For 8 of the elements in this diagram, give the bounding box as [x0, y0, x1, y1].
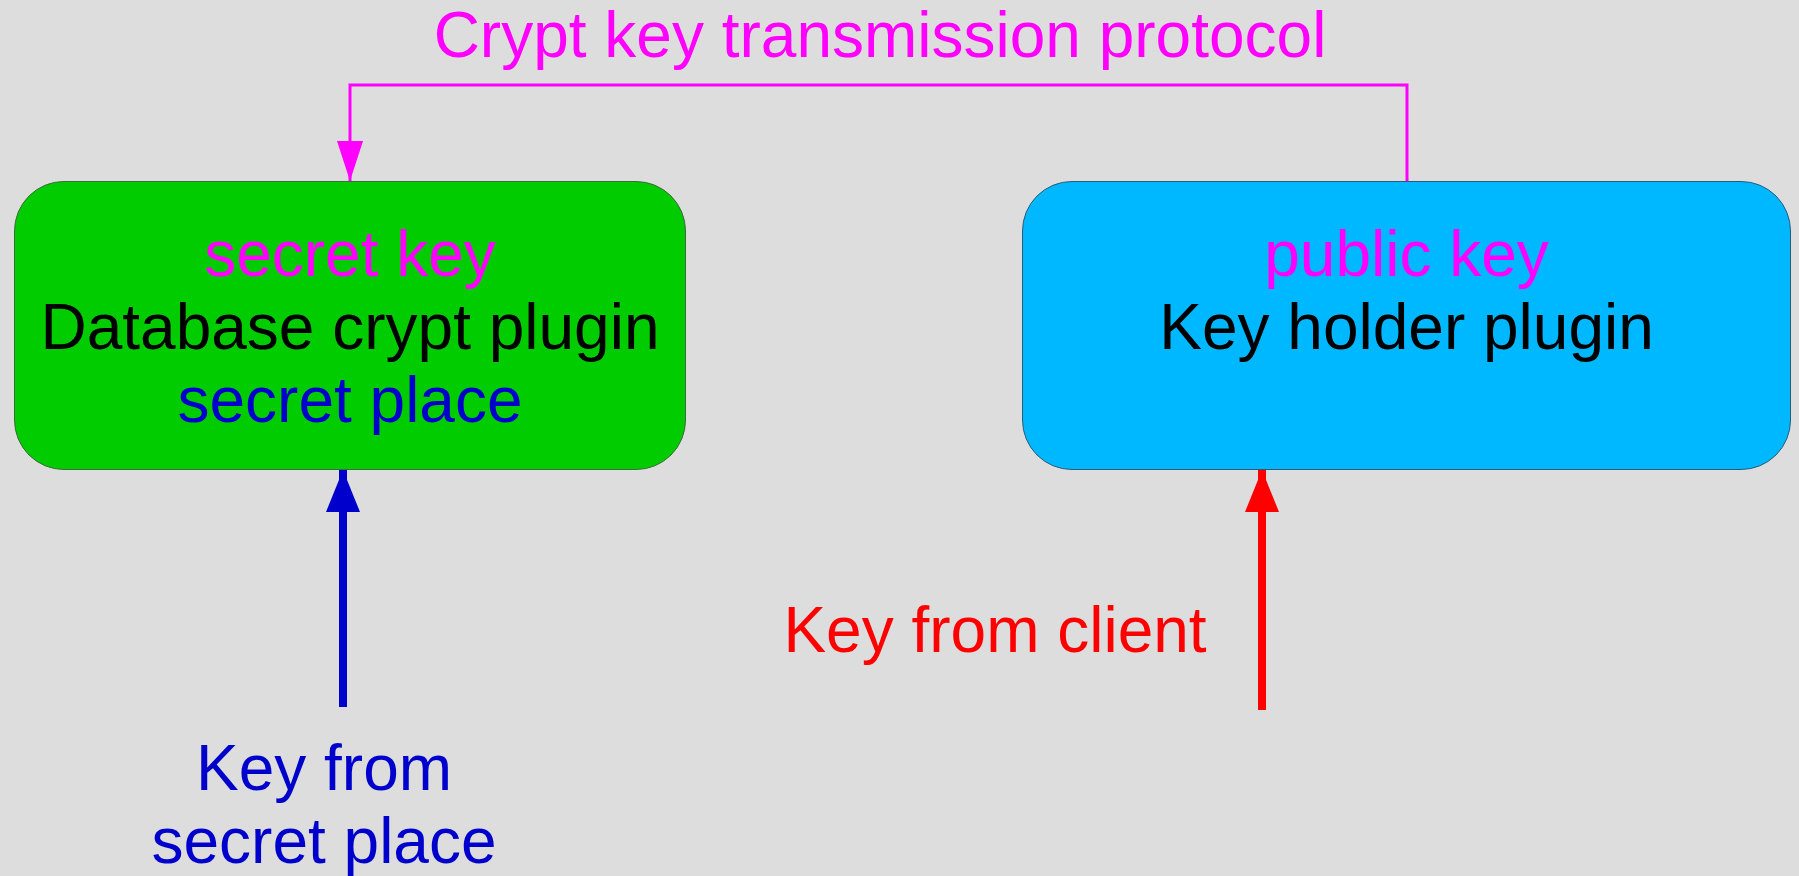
node-label: secret place	[177, 364, 523, 437]
node-label: public key	[1264, 218, 1549, 291]
process-box	[1022, 181, 1791, 470]
node-label: Key holder plugin	[1159, 291, 1654, 364]
node-label: secret key	[204, 218, 496, 291]
arrow	[337, 83, 1409, 181]
node-label: Database crypt plugin	[40, 291, 660, 364]
process-box	[14, 181, 686, 470]
